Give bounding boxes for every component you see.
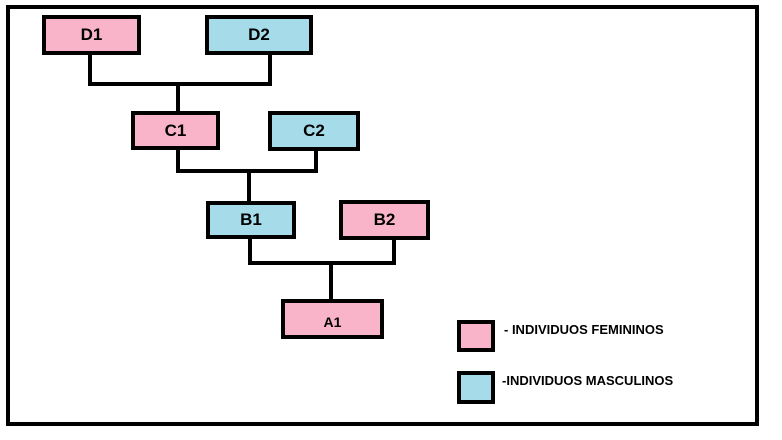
node-c2: C2: [268, 111, 360, 151]
node-d2: D2: [205, 15, 313, 55]
legend-female-swatch: [457, 320, 495, 352]
node-d2-label: D2: [248, 25, 270, 44]
node-b2-label: B2: [373, 210, 396, 229]
node-c1: C1: [131, 111, 220, 150]
node-b1: B1: [206, 201, 296, 239]
node-c1-label: C1: [164, 120, 187, 140]
node-a1: A1: [281, 299, 384, 339]
legend-male-swatch: [457, 371, 495, 404]
node-c2-label: C2: [303, 121, 325, 140]
node-a1-label: A1: [323, 314, 342, 330]
legend-female-label: - INDIVIDUOS FEMININOS: [504, 322, 664, 337]
legend-male-label: -INDIVIDUOS MASCULINOS: [502, 373, 674, 388]
node-b2: B2: [339, 200, 430, 240]
node-d1-label: D1: [80, 25, 103, 44]
node-b1-label: B1: [240, 210, 262, 229]
node-d1: D1: [42, 15, 141, 55]
